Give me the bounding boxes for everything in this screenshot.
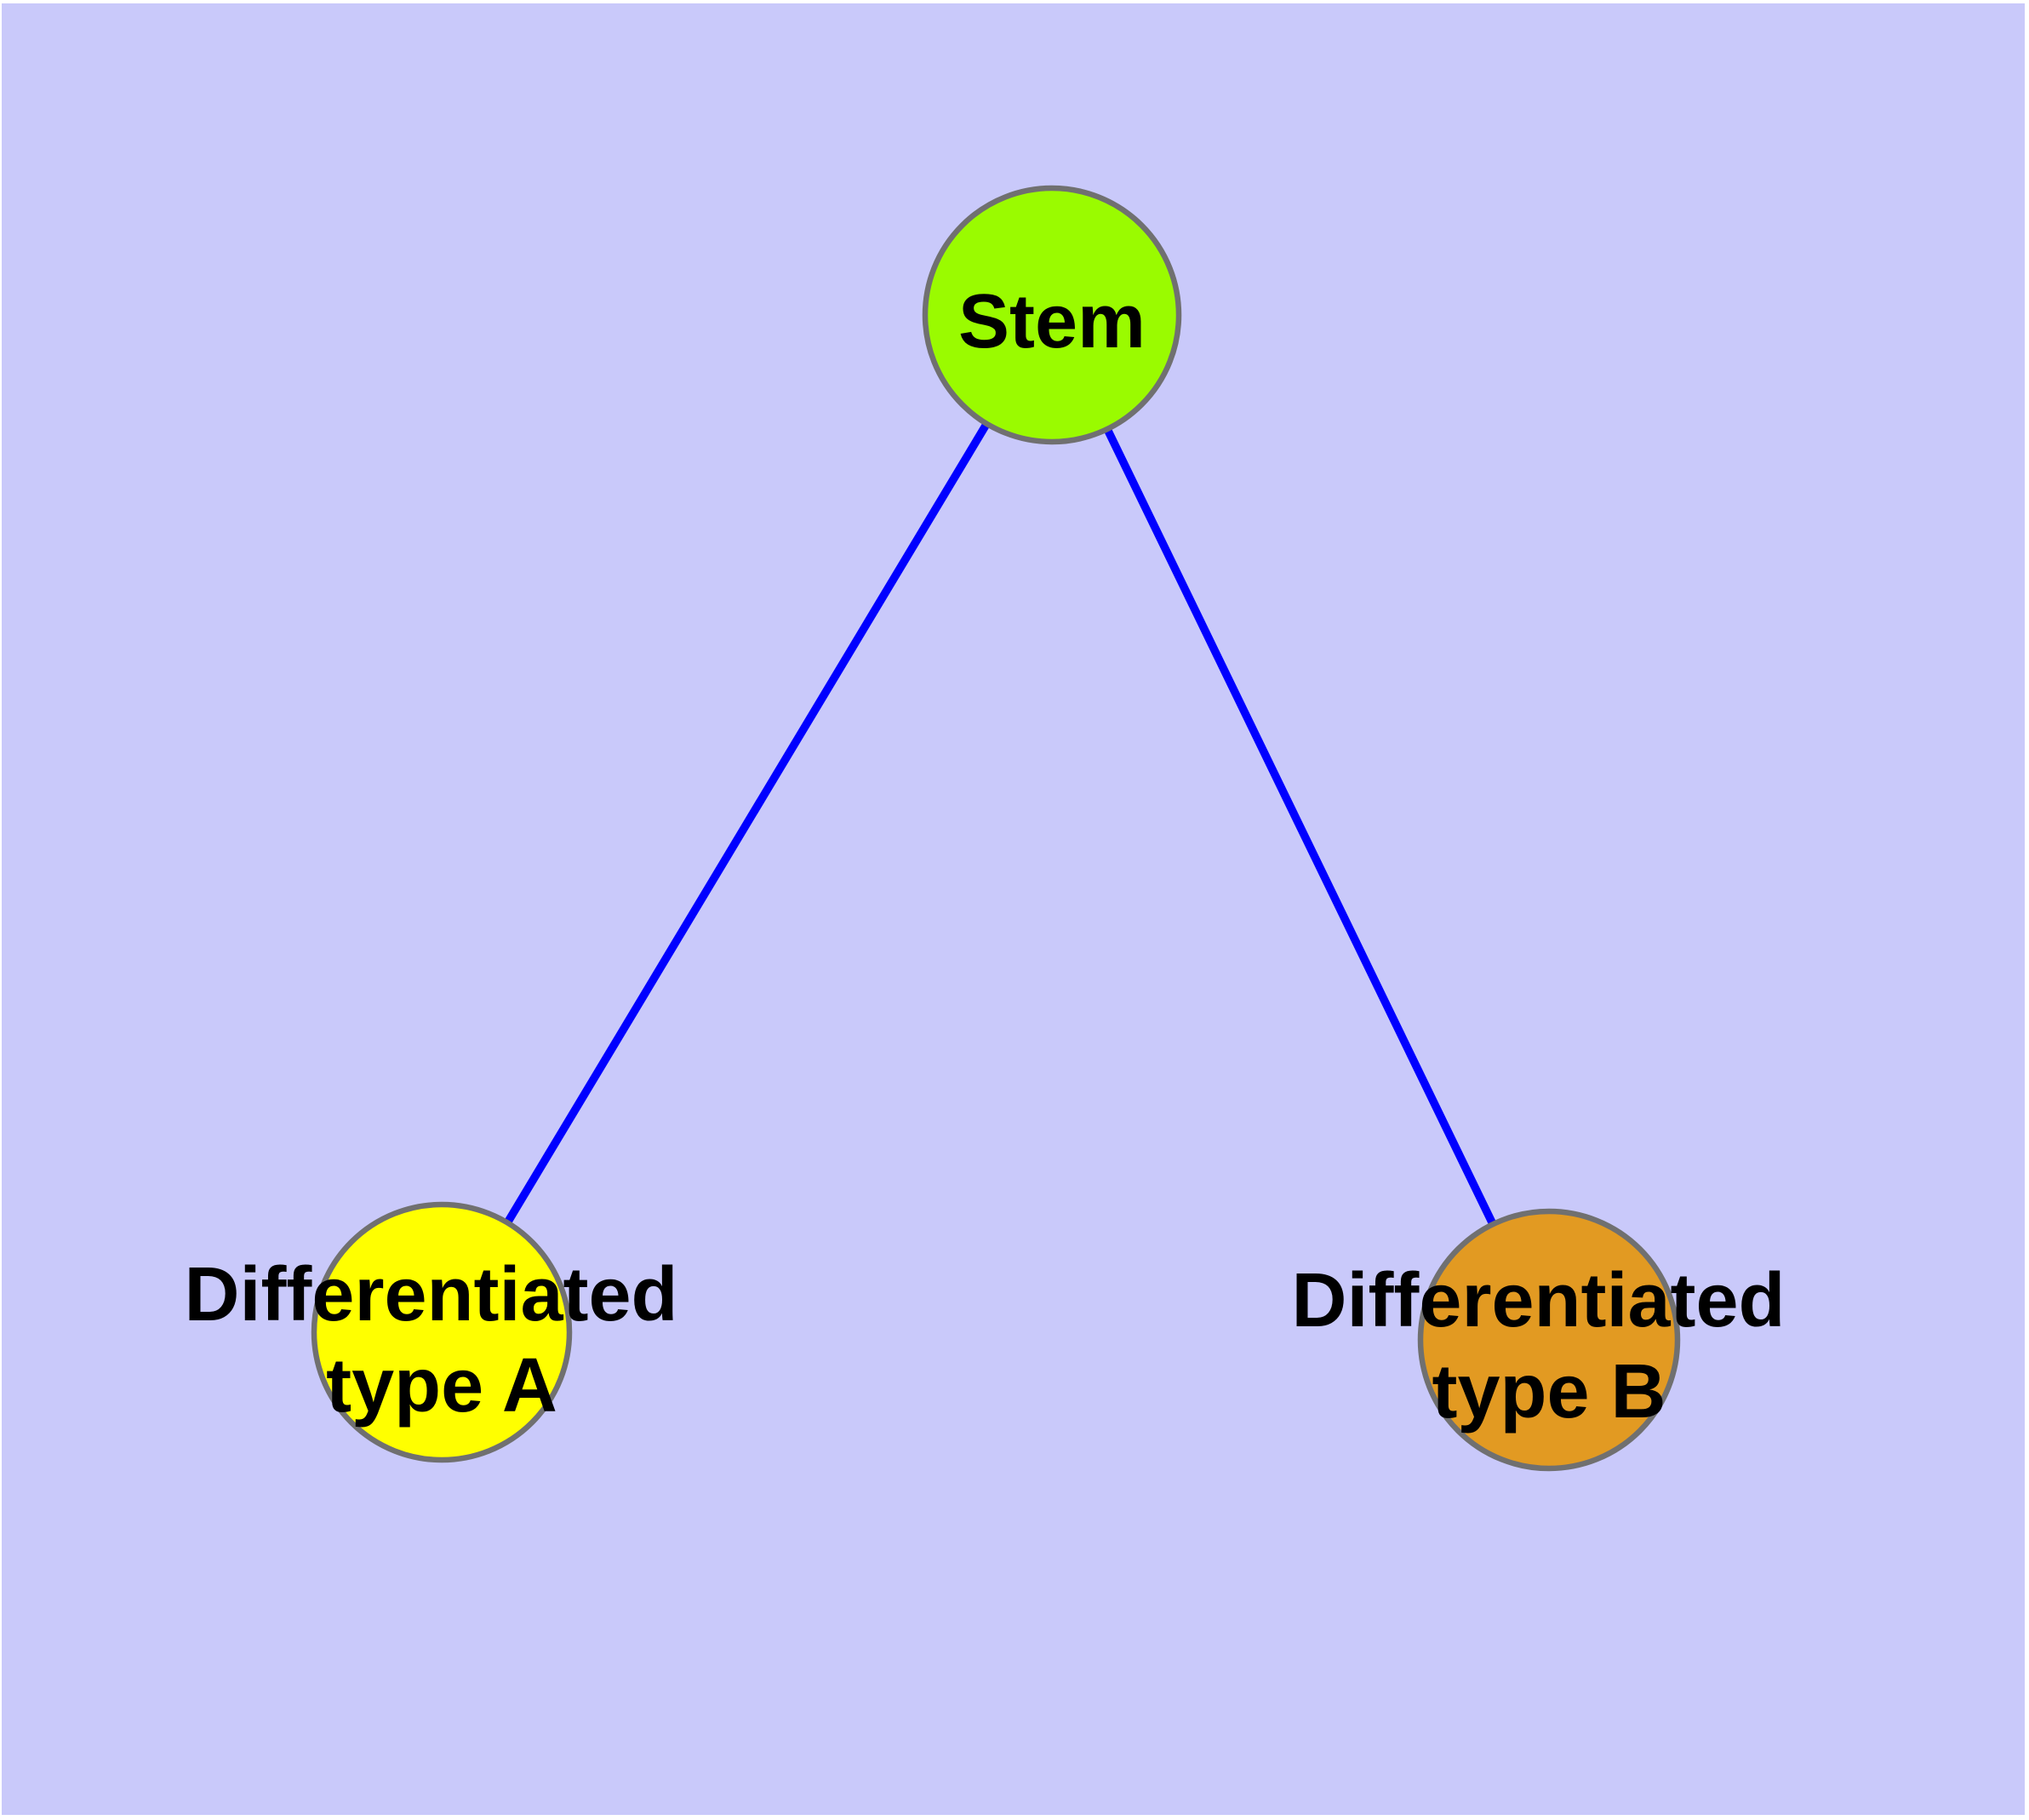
stem-node-circle	[922, 185, 1182, 445]
stem-node-label-line: Stem	[958, 279, 1146, 364]
node-stem: Stem	[922, 185, 1182, 445]
type-b-node-circle	[1417, 1208, 1681, 1472]
type-a-node-label-line2: type A	[326, 1343, 557, 1428]
edge-stem-to-type-a	[437, 312, 1056, 1335]
type-b-node-label-line1: Differentiated	[1291, 1258, 1785, 1343]
type-a-node-label-line1: Differentiated	[184, 1252, 677, 1337]
stem-node-label: Stem	[958, 279, 1146, 364]
node-differentiated-type-a: Differentiated type A	[184, 1201, 699, 1463]
type-a-node-label: Differentiated type A	[184, 1252, 699, 1428]
node-differentiated-type-b: Differentiated type B	[1291, 1208, 1806, 1472]
edges	[437, 312, 1553, 1342]
edge-stem-to-type-b	[1048, 312, 1553, 1342]
type-a-node-circle	[311, 1201, 573, 1463]
type-b-node-label-line2: type B	[1432, 1349, 1666, 1434]
type-b-node-label: Differentiated type B	[1291, 1258, 1806, 1434]
